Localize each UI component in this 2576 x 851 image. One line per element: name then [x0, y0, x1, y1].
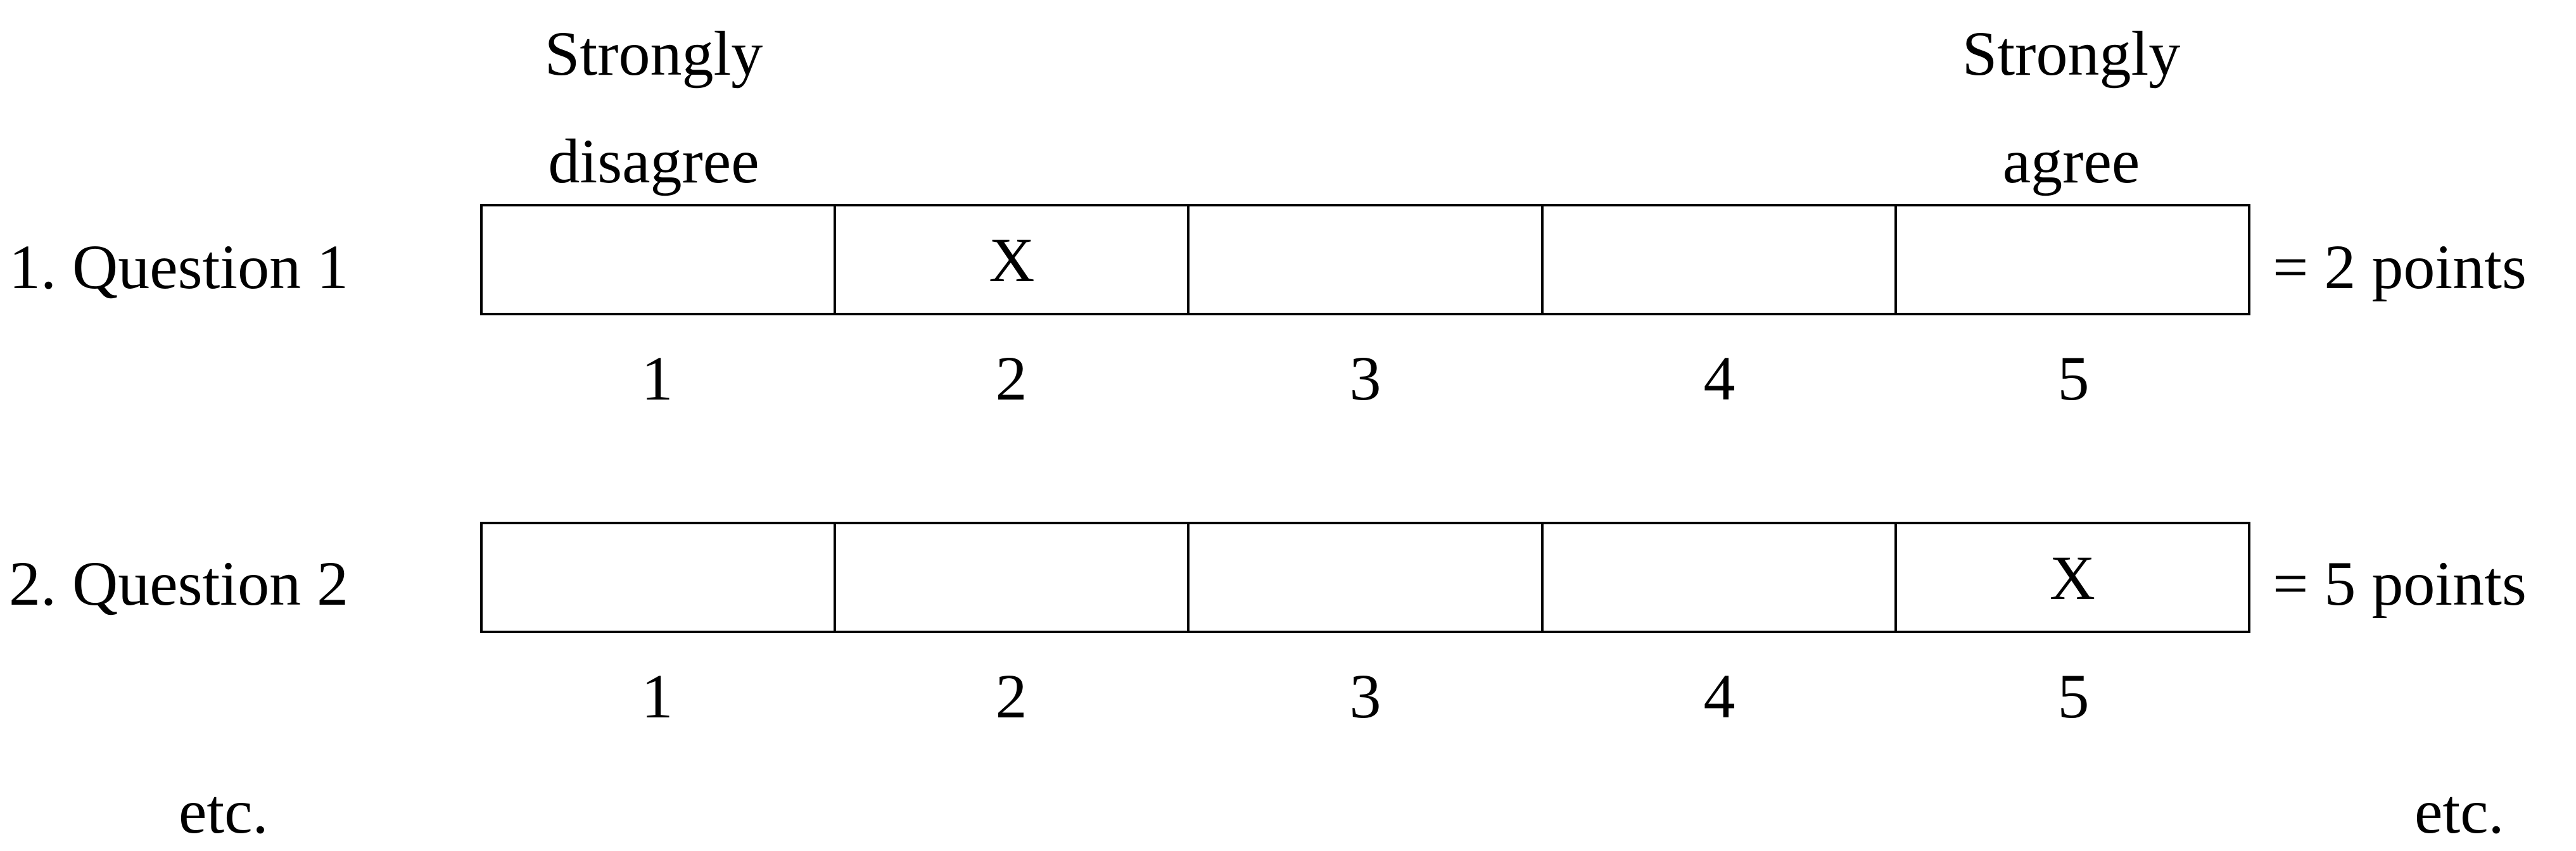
strongly-agree-label: Strongly agree [1894, 0, 2249, 215]
question-1-result: = 2 points [2273, 232, 2527, 302]
question-2-scale: X [480, 522, 2250, 633]
strongly-disagree-label: Strongly disagree [476, 0, 831, 215]
question-1-scale: X [480, 204, 2250, 315]
question-2-option-2[interactable] [836, 524, 1190, 631]
question-1-option-3[interactable] [1190, 206, 1544, 313]
strongly-disagree-line2: disagree [548, 126, 759, 196]
question-2-result: = 5 points [2273, 548, 2527, 619]
question-2-option-1[interactable] [483, 524, 837, 631]
strongly-disagree-line1: Strongly [544, 18, 763, 89]
scale-number: 3 [1349, 343, 1381, 413]
question-1-option-1[interactable] [483, 206, 837, 313]
scale-number: 5 [2057, 661, 2090, 731]
question-1-option-5[interactable] [1897, 206, 2248, 313]
etc-right: etc. [2414, 776, 2504, 847]
scale-number: 4 [1703, 661, 1735, 731]
scale-number: 3 [1349, 661, 1381, 731]
question-2-option-3[interactable] [1190, 524, 1544, 631]
scale-number: 4 [1703, 343, 1735, 413]
question-2-label: 2. Question 2 [9, 548, 349, 619]
scale-number: 5 [2057, 343, 2090, 413]
question-1-scale-numbers: 1 2 3 4 5 [480, 347, 2250, 410]
question-1-option-2[interactable]: X [836, 206, 1190, 313]
question-2-scale-numbers: 1 2 3 4 5 [480, 665, 2250, 728]
scale-number: 1 [641, 661, 673, 731]
etc-left: etc. [179, 776, 269, 847]
question-1-label: 1. Question 1 [9, 232, 349, 302]
question-2-option-5[interactable]: X [2049, 542, 2096, 613]
scale-number: 1 [641, 343, 673, 413]
scale-number: 2 [995, 343, 1027, 413]
strongly-agree-line2: agree [2002, 126, 2140, 196]
question-2-option-4[interactable] [1544, 524, 1897, 631]
scale-number: 2 [995, 661, 1027, 731]
question-1-option-4[interactable] [1544, 206, 1897, 313]
strongly-agree-line1: Strongly [1962, 18, 2181, 89]
